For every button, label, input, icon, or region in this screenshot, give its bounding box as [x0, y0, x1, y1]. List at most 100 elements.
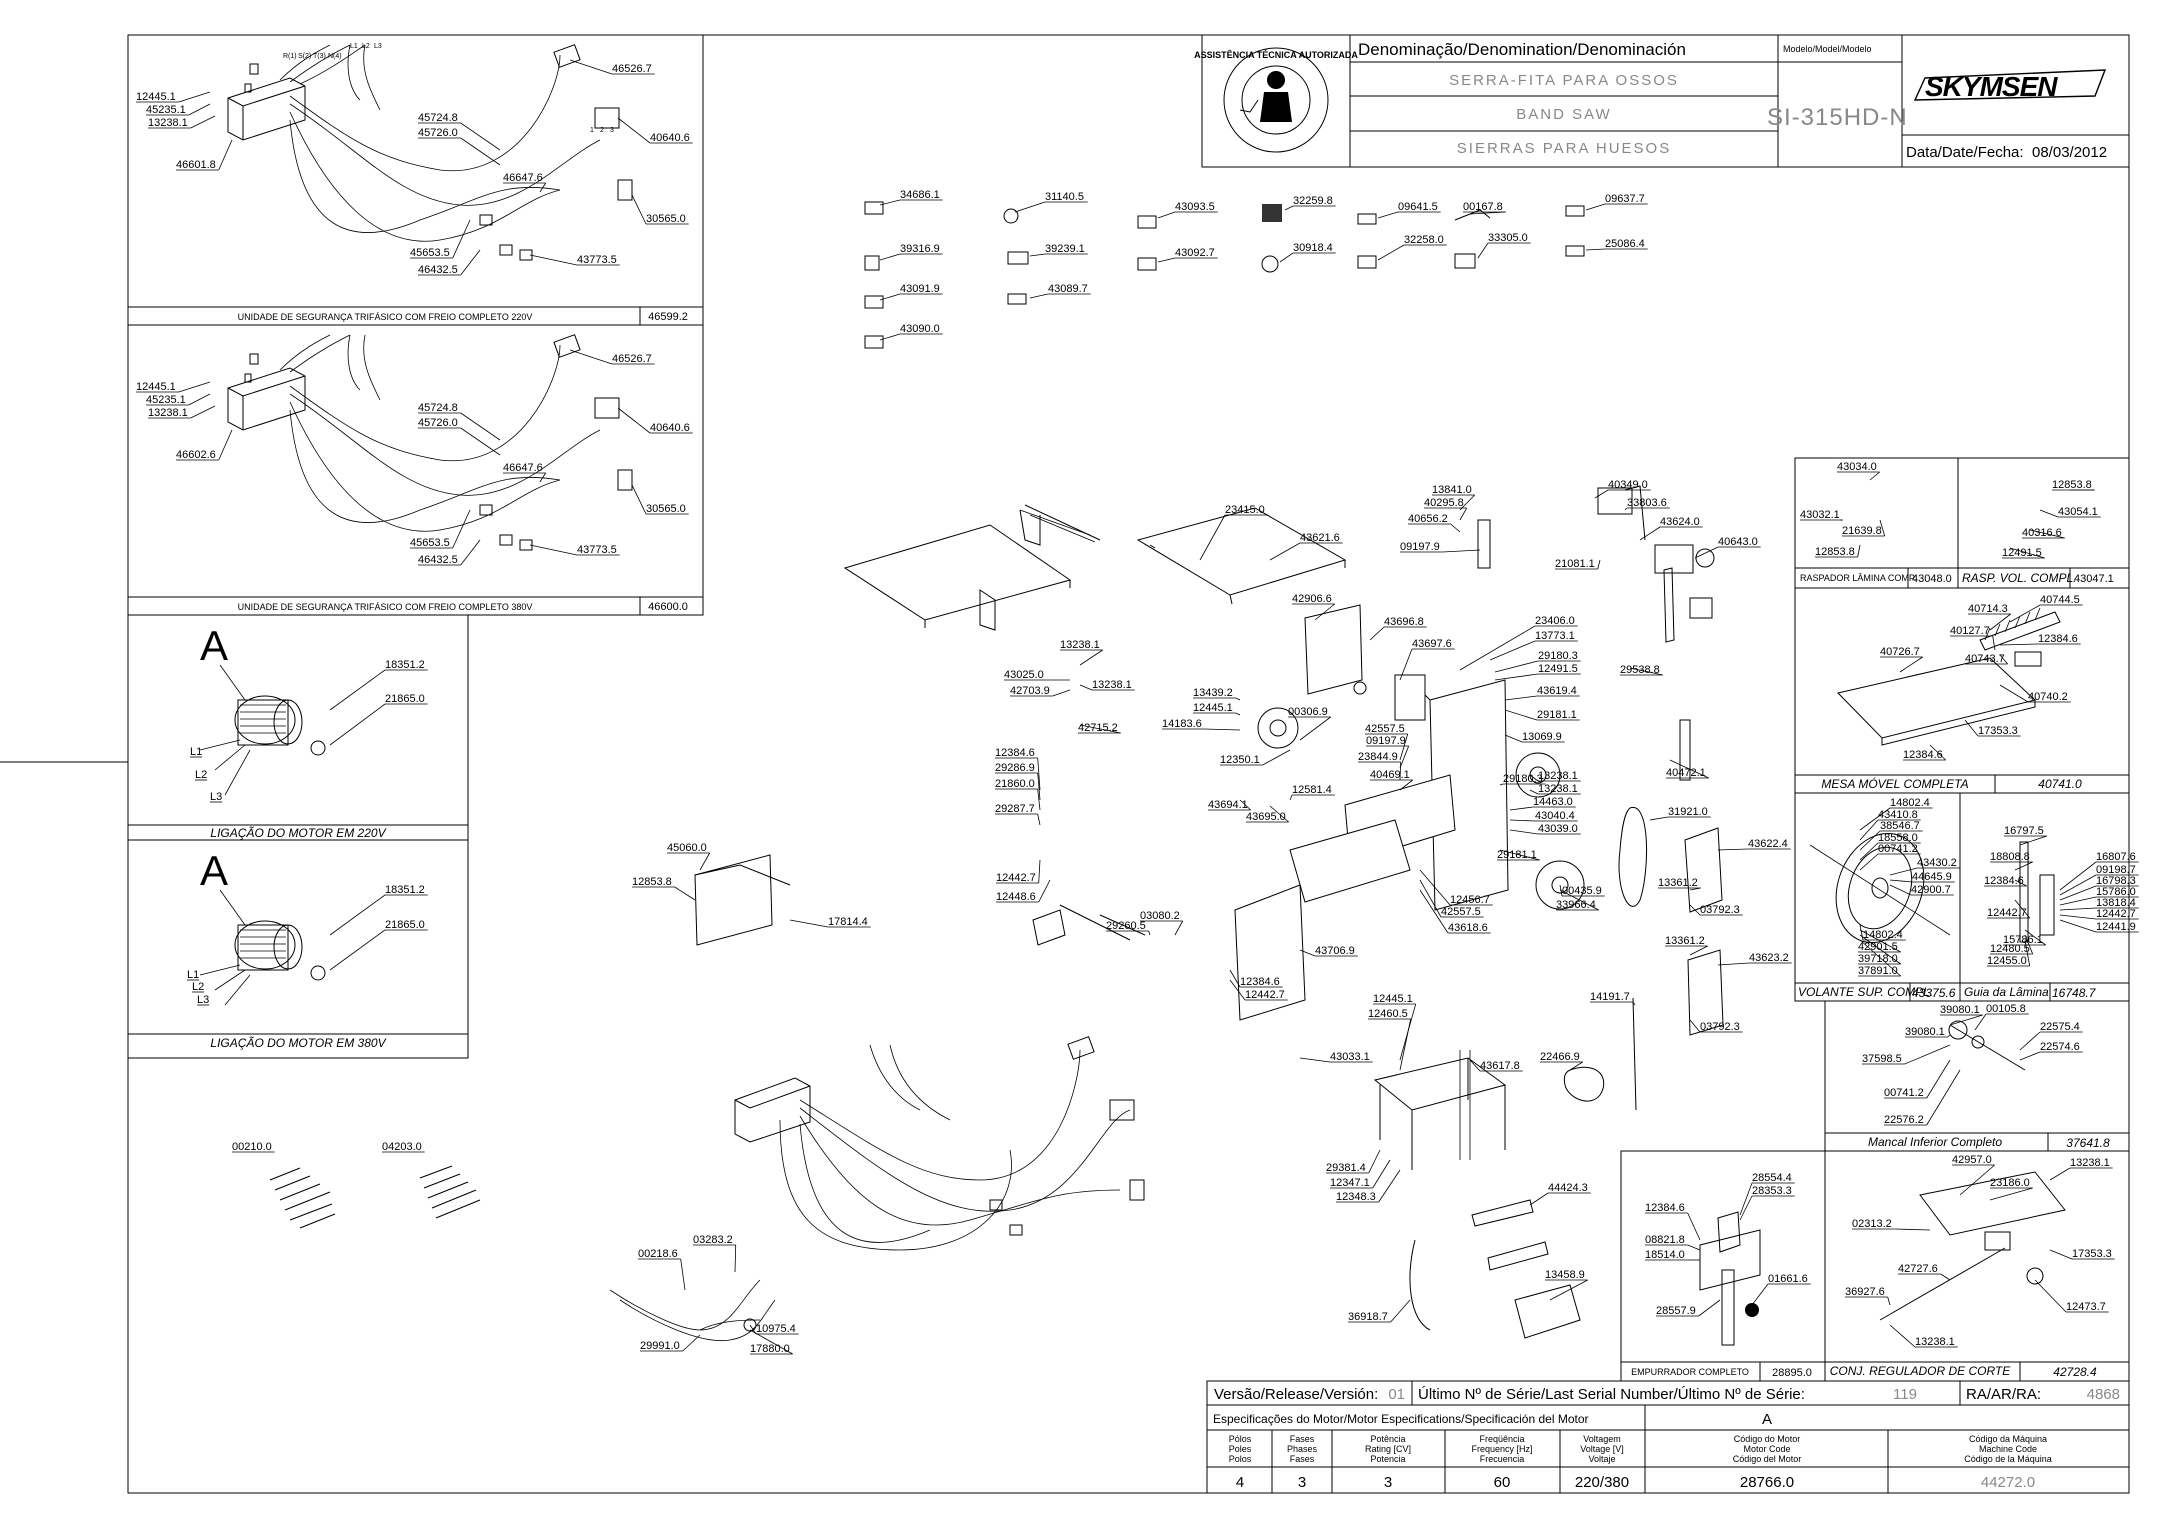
part-leader-line [879, 293, 901, 301]
part-number-label: 13841.0 [1432, 484, 1472, 496]
part-number-label: 43706.9 [1315, 945, 1355, 957]
loose-part-icons [864, 201, 1585, 349]
part-number-label: 46647.6 [503, 172, 543, 184]
part-number-label: 25086.4 [1605, 238, 1645, 250]
part-number-label: 00210.0 [232, 1141, 272, 1153]
part-number-label: 45235.1 [146, 104, 186, 116]
part-number-label: 43619.4 [1537, 685, 1577, 697]
part-number-label: 21081.1 [1555, 558, 1595, 570]
part-leader-line [1450, 523, 1461, 533]
part-number-label: 40127.7 [1950, 625, 1990, 637]
part-number-label: 13238.1 [2070, 1157, 2110, 1169]
part-leader-line [1529, 774, 1539, 782]
part-number-label: 10975.4 [756, 1323, 796, 1335]
part-leader-line [1399, 1018, 1412, 1071]
part-number-label: 29260.5 [1106, 920, 1146, 932]
part-leader-line [1859, 939, 1901, 977]
part-number-label: 43430.2 [1917, 857, 1957, 869]
part-number-label: 21865.0 [385, 919, 425, 931]
part-number-label: 18514.0 [1645, 1249, 1685, 1261]
part-leader-line [1999, 654, 2009, 665]
part-number-label: 40744.5 [2040, 594, 2080, 606]
part-leader-line [1269, 805, 1289, 823]
part-number-label: 16798.3 [2096, 875, 2136, 887]
part-number-label: 40740.2 [2028, 691, 2068, 703]
part-number-label: 00105.8 [1986, 1003, 2026, 1015]
part-number-label: 22576.2 [1884, 1114, 1924, 1126]
part-leader-line [1157, 257, 1176, 263]
part-leader-line [1717, 848, 1749, 851]
part-number-label: 12384.6 [2038, 633, 2078, 645]
ra-value: 4868 [2087, 1386, 2120, 1403]
part-leader-line [329, 894, 386, 936]
part-number-label: 45653.5 [410, 537, 450, 549]
part-number-label: 16807.6 [2096, 851, 2136, 863]
motor-380-letter: A [200, 847, 228, 894]
part-number-label: 12853.8 [1815, 546, 1855, 558]
part-leader-line [2059, 861, 2097, 891]
part-number-label: 43089.7 [1048, 283, 1088, 295]
part-leader-line [1859, 807, 1891, 831]
svg-text:ASSISTÊNCIA TÉCNICA AUTORIZADA: ASSISTÊNCIA TÉCNICA AUTORIZADA [1194, 49, 1358, 60]
part-leader-line [1038, 859, 1041, 884]
part-leader-line [1079, 684, 1093, 691]
part-leader-line [218, 139, 233, 171]
ra-label: RA/AR/RA: [1966, 1386, 2041, 1403]
part-leader-line [1624, 507, 1628, 511]
part-leader-line [1229, 969, 1241, 988]
part-number-label: 18558.0 [1878, 832, 1918, 844]
safety-380-caption: UNIDADE DE SEGURANÇA TRIFÁSICO COM FREIO… [238, 602, 533, 612]
part-number-label: 43032.1 [1800, 509, 1840, 521]
part-number-label: 43092.7 [1175, 247, 1215, 259]
part-leader-line [1509, 829, 1539, 835]
part-number-label: 45235.1 [146, 394, 186, 406]
part-number-label: 40656.2 [1408, 513, 1448, 525]
part-number-label: 29286.9 [995, 762, 1035, 774]
right-subassembly-panels: RASPADOR LÂMINA COMP. 43048.0 RASP. VOL.… [1620, 457, 2130, 1382]
part-number-label: 39080.1 [1940, 1004, 1980, 1016]
svg-text:L3: L3 [374, 43, 382, 50]
motor-220v-panel: LIGAÇÃO DO MOTOR EM 220V A [127, 614, 469, 841]
part-number-label: 08821.8 [1645, 1234, 1685, 1246]
part-leader-line [1372, 1159, 1391, 1189]
band-saw-exploded-view [694, 485, 1724, 1339]
part-leader-line [2059, 874, 2097, 896]
part-number-label: 17880.0 [750, 1343, 790, 1355]
lower-bearing-caption: Mancal Inferior Completo [1868, 1135, 2002, 1149]
poles-value: 4 [1236, 1474, 1244, 1491]
part-leader-line [1739, 1182, 1753, 1216]
part-leader-line [2024, 939, 2031, 967]
part-leader-line [1717, 962, 1750, 966]
part-leader-line [1559, 889, 1599, 911]
part-leader-line [178, 381, 211, 393]
part-leader-line [749, 1329, 793, 1355]
part-number-label: 22574.6 [2040, 1041, 2080, 1053]
part-number-label: 22466.9 [1540, 1051, 1580, 1063]
part-number-label: 12384.6 [1984, 875, 2024, 887]
part-leader-line [529, 544, 578, 556]
scraper-vol-caption: RASP. VOL. COMPL. [1962, 571, 2077, 585]
part-number-label: 03792.3 [1700, 904, 1740, 916]
part-number-labels: 12445.145235.113238.146601.846526.745724… [136, 59, 2139, 1355]
part-leader-line [1052, 689, 1071, 697]
part-number-label: 39718.0 [1858, 953, 1898, 965]
part-leader-line [1879, 519, 1886, 537]
part-number-label: 21860.0 [995, 778, 1035, 790]
part-leader-line [1639, 526, 1661, 541]
svg-text:SKYMSEN: SKYMSEN [1925, 71, 2058, 102]
part-number-label: 12581.4 [1292, 784, 1332, 796]
part-number-label: 13238.1 [1092, 679, 1132, 691]
part-leader-line [1859, 924, 1864, 941]
part-leader-line [1419, 889, 1449, 934]
svg-text:Voltagem: Voltagem [1583, 1434, 1621, 1444]
part-leader-line [1529, 789, 1539, 795]
part-leader-line [1504, 695, 1538, 701]
part-leader-line [1504, 709, 1538, 721]
part-leader-line [1689, 945, 1708, 956]
part-leader-line [539, 472, 547, 483]
part-number-label: 13458.9 [1545, 1269, 1585, 1281]
blade-guide-caption: Guia da Lâmina [1964, 985, 2049, 999]
svg-text:R(1): R(1) [283, 53, 297, 60]
part-number-label: 12445.1 [1373, 993, 1413, 1005]
part-leader-line [1594, 489, 1609, 499]
